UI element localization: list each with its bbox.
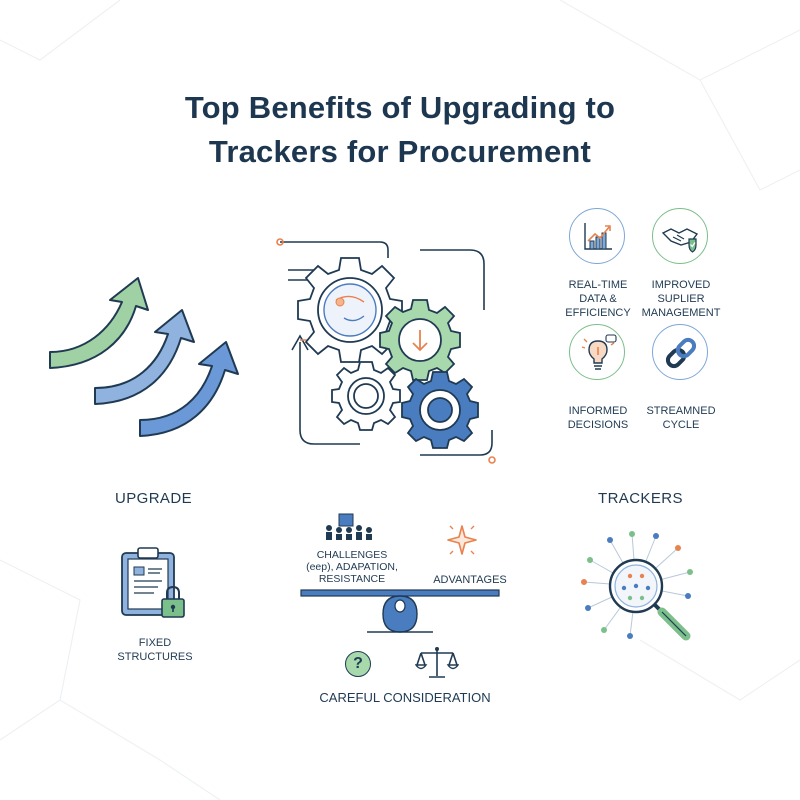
fixed-structures-label: FIXED STRUCTURES <box>117 637 193 663</box>
clipboard-lock-icon <box>121 547 185 618</box>
people-group-icon <box>326 513 372 540</box>
upgrade-arrows-icon <box>49 277 239 437</box>
challenges-label: CHALLENGES (eep), ADAPATION, RESISTANCE <box>306 549 398 585</box>
benefit-label-supplier: IMPROVED SUPLIER MANAGEMENT <box>641 279 721 319</box>
upgrade-heading: UPGRADE <box>115 490 192 507</box>
benefit-label-cycle: STREAMNED CYCLE <box>646 405 716 431</box>
handshake-check-icon <box>652 208 708 264</box>
magnifier-network-icon <box>581 531 693 641</box>
seesaw-balance-icon <box>300 513 500 633</box>
benefit-label-real-time: REAL-TIME DATA & EFFICIENCY <box>565 279 631 319</box>
chain-link-icon <box>652 324 708 380</box>
chart-growth-icon <box>569 208 625 264</box>
scales-justice-icon <box>415 647 459 678</box>
sparkle-star-icon <box>447 525 477 555</box>
gears-process-icon <box>276 238 496 464</box>
advantages-label: ADVANTAGES <box>433 574 507 586</box>
page-title: Top Benefits of Upgrading to Trackers fo… <box>0 86 800 174</box>
trackers-heading: TRACKERS <box>598 490 683 507</box>
careful-consideration-label: CAREFUL CONSIDERATION <box>319 690 491 705</box>
lightbulb-idea-icon <box>569 324 625 380</box>
benefit-label-decisions: INFORMED DECISIONS <box>567 405 629 431</box>
question-mark-icon: ? <box>345 651 371 677</box>
title-line-2: Trackers for Procurement <box>208 134 592 169</box>
title-line-1: Top Benefits of Upgrading to <box>184 90 616 125</box>
